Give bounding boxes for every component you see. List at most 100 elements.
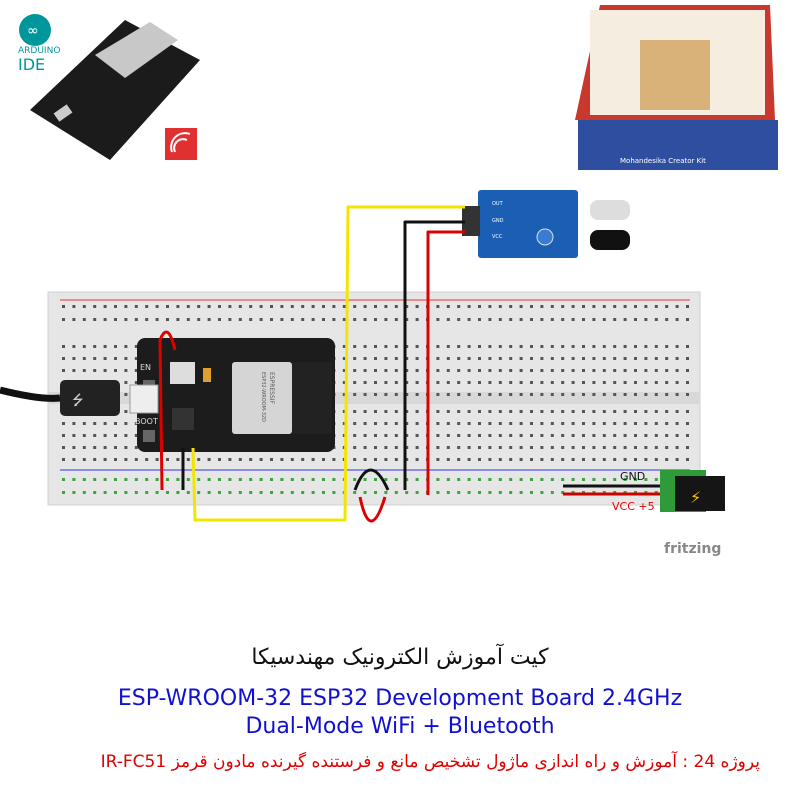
breadboard-hole [519, 305, 523, 308]
breadboard-hole [665, 458, 669, 461]
breadboard-hole [665, 434, 669, 437]
svg-text:OUT: OUT [492, 201, 504, 207]
breadboard-hole [634, 305, 637, 308]
svg-text:⭍: ⭍ [72, 393, 84, 409]
ir-receiver [590, 230, 630, 250]
breadboard-hole [602, 357, 606, 360]
breadboard-hole [363, 434, 367, 437]
gnd-label: GND [620, 470, 645, 483]
breadboard-hole [114, 491, 117, 494]
breadboard-hole [457, 369, 461, 372]
breadboard-hole [62, 478, 65, 481]
breadboard-hole [446, 369, 450, 372]
breadboard-hole [665, 357, 669, 360]
breadboard-hole [571, 357, 575, 360]
breadboard-hole [457, 381, 461, 384]
breadboard-hole [665, 381, 669, 384]
breadboard-hole [259, 478, 263, 481]
breadboard-hole [457, 446, 461, 449]
breadboard-hole [374, 381, 377, 384]
breadboard-hole [405, 357, 409, 360]
breadboard-hole [446, 446, 450, 449]
breadboard-hole [415, 357, 419, 360]
breadboard-hole [665, 318, 669, 321]
breadboard-hole [353, 393, 357, 396]
breadboard-hole [405, 478, 409, 481]
breadboard-hole [394, 422, 398, 425]
breadboard-hole [311, 318, 315, 321]
breadboard-hole [686, 458, 689, 461]
breadboard-hole [675, 434, 679, 437]
breadboard-hole [103, 434, 107, 437]
breadboard-hole [675, 345, 679, 348]
breadboard-hole [394, 491, 398, 494]
breadboard-hole [623, 422, 627, 425]
breadboard-hole [592, 305, 596, 308]
breadboard-hole [415, 393, 419, 396]
breadboard-hole [634, 381, 637, 384]
breadboard-hole [342, 305, 346, 308]
breadboard-hole [114, 345, 117, 348]
breadboard-hole [561, 478, 565, 481]
breadboard-hole [114, 434, 117, 437]
breadboard-hole [509, 381, 513, 384]
breadboard-hole [134, 357, 138, 360]
breadboard-hole [571, 318, 575, 321]
breadboard-hole [332, 305, 336, 308]
breadboard-hole [571, 410, 575, 413]
breadboard-hole [540, 305, 544, 308]
breadboard-hole [259, 318, 263, 321]
breadboard-hole [82, 345, 86, 348]
breadboard-hole [197, 305, 201, 308]
breadboard-hole [457, 410, 461, 413]
breadboard-hole [103, 491, 107, 494]
breadboard-hole [114, 446, 117, 449]
breadboard-hole [446, 458, 450, 461]
breadboard-hole [644, 446, 648, 449]
breadboard-hole [686, 422, 689, 425]
breadboard-hole [623, 410, 627, 413]
breadboard-hole [644, 393, 648, 396]
breadboard-hole [62, 318, 65, 321]
breadboard-hole [582, 446, 585, 449]
breadboard-hole [613, 446, 617, 449]
breadboard-hole [62, 369, 65, 372]
breadboard-hole [363, 305, 367, 308]
wiring-diagram: ∞ ARDUINO IDE Mohandesika Creator Kit ES… [0, 5, 778, 557]
breadboard-hole [498, 393, 502, 396]
breadboard-hole [540, 357, 544, 360]
breadboard-hole [457, 478, 461, 481]
power-jack: ⚡ [660, 470, 725, 512]
breadboard-hole [467, 381, 471, 384]
breadboard-hole [436, 446, 440, 449]
breadboard-hole [561, 305, 565, 308]
breadboard-hole [436, 381, 440, 384]
breadboard-hole [394, 357, 398, 360]
breadboard-hole [550, 369, 554, 372]
breadboard-hole [623, 369, 627, 372]
breadboard-hole [124, 357, 128, 360]
breadboard-hole [62, 491, 65, 494]
breadboard-hole [446, 410, 450, 413]
breadboard-hole [384, 434, 388, 437]
breadboard-hole [363, 369, 367, 372]
breadboard-hole [72, 369, 76, 372]
breadboard-hole [342, 369, 346, 372]
breadboard-hole [446, 422, 450, 425]
breadboard-hole [675, 446, 679, 449]
breadboard-hole [280, 458, 284, 461]
breadboard-hole [457, 491, 461, 494]
svg-text:∞: ∞ [27, 23, 39, 39]
breadboard-hole [218, 305, 221, 308]
breadboard-hole [446, 318, 450, 321]
breadboard-hole [519, 393, 523, 396]
breadboard-hole [675, 381, 679, 384]
breadboard-hole [509, 491, 513, 494]
breadboard-hole [509, 458, 513, 461]
breadboard-hole [166, 491, 169, 494]
breadboard-hole [519, 345, 523, 348]
breadboard-hole [623, 446, 627, 449]
breadboard-hole [478, 410, 481, 413]
breadboard-hole [62, 446, 65, 449]
breadboard-hole [93, 345, 97, 348]
